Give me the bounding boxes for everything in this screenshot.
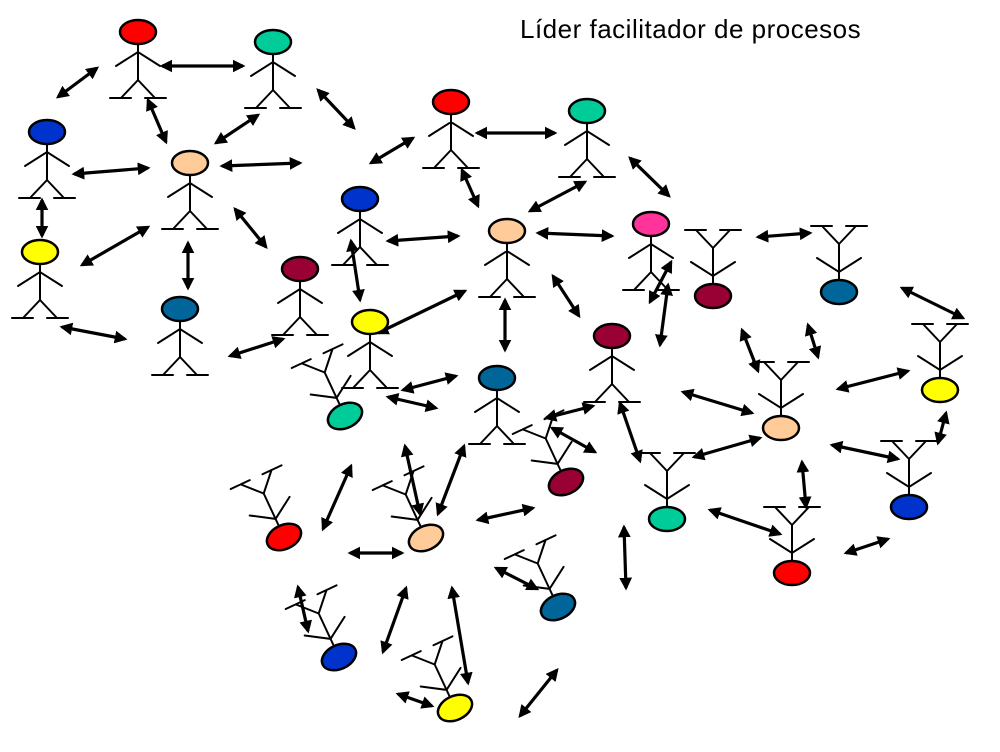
person-red-c3: [229, 464, 303, 552]
leader-peach-c2: [478, 217, 536, 298]
person-yellow-c4: [911, 323, 969, 404]
person-red-c2: [422, 88, 480, 169]
double-arrow-connector: [146, 97, 168, 145]
double-arrow-connector: [628, 156, 671, 198]
double-arrow-connector: [535, 227, 615, 242]
double-arrow-connector: [316, 88, 356, 130]
person-steel-c3: [503, 534, 577, 622]
double-arrow-connector: [617, 400, 643, 464]
double-arrow-connector: [385, 230, 461, 247]
double-arrow-connector: [551, 273, 581, 319]
leader-peach-c1: [161, 149, 219, 230]
person-steel-c1: [151, 295, 209, 376]
person-yellow-c3: [400, 635, 474, 723]
person-blue-c2: [331, 185, 389, 266]
person-steel-c4: [810, 225, 868, 306]
person-pink-c2: [622, 210, 680, 291]
double-arrow-connector: [321, 463, 353, 532]
double-arrow-connector: [79, 225, 151, 267]
double-arrow-connector: [346, 238, 365, 303]
double-arrow-connector: [796, 459, 812, 510]
person-red-c1: [109, 18, 167, 99]
double-arrow-connector: [691, 434, 763, 461]
double-arrow-connector: [380, 585, 409, 655]
double-arrow-connector: [934, 410, 950, 446]
double-arrow-connector: [655, 282, 673, 348]
double-arrow-connector: [518, 668, 559, 718]
double-arrow-connector: [707, 507, 783, 537]
leader-peach-c4: [752, 361, 810, 442]
double-arrow-connector: [233, 207, 268, 249]
double-arrow-connector: [59, 322, 128, 344]
double-arrow-connector: [549, 426, 598, 454]
double-arrow-connector: [680, 388, 755, 417]
double-arrow-connector: [400, 443, 425, 517]
double-arrow-connector: [835, 367, 911, 393]
double-arrow-connector: [294, 584, 312, 634]
double-arrow-connector: [475, 503, 536, 525]
person-yellow-c2: [341, 308, 399, 389]
double-arrow-connector: [527, 180, 588, 213]
person-teal-c4: [638, 452, 696, 533]
leader-peach-c3: [371, 465, 445, 553]
person-steel-c2: [468, 364, 526, 445]
double-arrow-connector: [755, 227, 813, 243]
double-arrow-connector: [213, 113, 261, 145]
diagram-title: Líder facilitador de procesos: [520, 14, 862, 44]
double-arrow-connector: [829, 440, 901, 464]
person-maroon-c4: [684, 229, 742, 310]
double-arrow-connector: [400, 372, 459, 394]
person-yellow-c1: [11, 238, 69, 319]
double-arrow-connector: [368, 136, 416, 165]
person-teal-c3: [290, 343, 364, 431]
double-arrow-connector: [843, 536, 891, 556]
double-arrow-connector: [447, 585, 473, 686]
person-blue-c4: [880, 440, 938, 521]
double-arrow-connector: [71, 162, 151, 180]
double-arrow-connector: [55, 66, 100, 99]
person-maroon-c1: [271, 255, 329, 336]
double-arrow-connector: [395, 691, 435, 709]
double-arrow-connector: [617, 524, 633, 591]
double-arrow-connector: [804, 322, 822, 360]
double-arrow-connector: [219, 156, 303, 173]
person-red-c4: [763, 506, 821, 587]
double-arrow-connector: [460, 167, 480, 209]
double-arrow-connector: [739, 327, 761, 374]
person-maroon-c2: [583, 322, 641, 403]
person-maroon-c3: [511, 409, 585, 497]
double-arrow-connector: [227, 336, 286, 359]
person-blue-c1: [18, 118, 76, 199]
person-blue-c3: [284, 584, 358, 672]
double-arrow-connector: [375, 289, 468, 335]
double-arrow-connector: [899, 286, 966, 320]
person-teal-c1: [244, 28, 302, 109]
person-teal-c2: [558, 97, 616, 178]
double-arrow-connector: [435, 443, 467, 517]
double-arrow-connector: [385, 393, 439, 412]
